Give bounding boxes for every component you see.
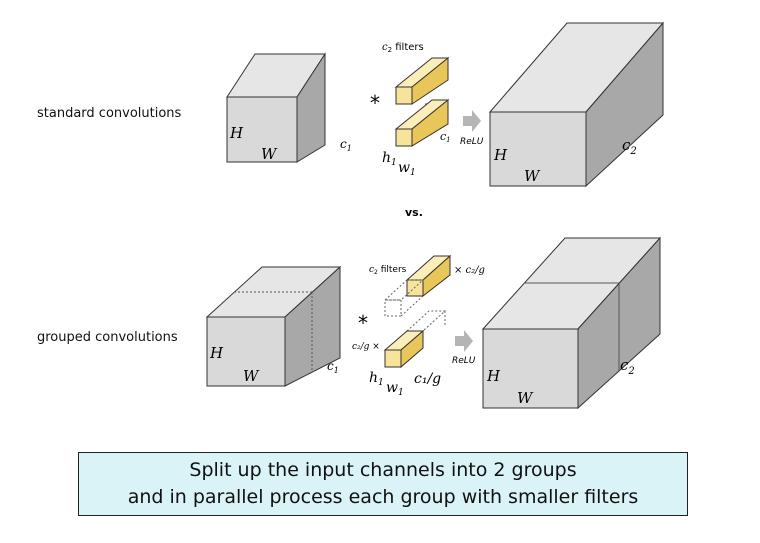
standard-output-volume <box>488 21 665 188</box>
grouped-filter-bottom <box>383 310 447 369</box>
grouped-filters-count-label: × c₂/g <box>454 265 485 276</box>
grouped-output-c-label: c2 <box>620 356 635 377</box>
standard-filter-w-label: w1 <box>398 160 416 178</box>
standard-input-volume <box>226 52 326 163</box>
standard-relu-arrow-icon <box>463 110 481 132</box>
grouped-output-w-label: W <box>517 389 534 407</box>
standard-output-h-label: H <box>493 146 508 164</box>
standard-filter-c-label: c1 <box>440 130 451 144</box>
standard-filters-label: c2 filters <box>382 42 424 54</box>
grouped-filter-top <box>383 254 452 317</box>
grouped-input-volume <box>205 265 342 387</box>
grouped-output-volume <box>481 236 662 410</box>
grouped-convolutions-label: grouped convolutions <box>37 330 178 345</box>
standard-relu-label: ReLU <box>460 137 484 147</box>
grouped-filter-w-label: w1 <box>386 380 404 398</box>
caption-box: Split up the input channels into 2 group… <box>78 452 688 516</box>
standard-convolution-operator: * <box>370 91 380 115</box>
grouped-relu-label: ReLU <box>452 356 476 366</box>
standard-input-c-label: c1 <box>340 137 352 153</box>
standard-output-w-label: W <box>524 167 541 185</box>
standard-input-w-label: W <box>261 145 278 163</box>
grouped-convolution-operator: * <box>358 311 368 335</box>
standard-input-h-label: H <box>229 124 244 142</box>
vs-label: vs. <box>405 206 423 219</box>
caption-line-2: and in parallel process each group with … <box>127 486 639 508</box>
caption-line-1: Split up the input channels into 2 group… <box>189 459 577 481</box>
grouped-output-h-label: H <box>486 367 501 385</box>
grouped-input-w-label: W <box>243 367 260 385</box>
grouped-filter-c-label: c₁/g <box>414 371 441 387</box>
grouped-filters-per-group-label: c₂/g × <box>352 342 380 352</box>
standard-convolutions-label: standard convolutions <box>37 106 182 121</box>
grouped-input-c-label: c1 <box>327 359 339 375</box>
grouped-filter-h-label: h1 <box>369 370 384 388</box>
standard-output-c-label: c2 <box>622 136 637 157</box>
standard-filter-h-label: h1 <box>382 150 397 168</box>
grouped-input-h-label: H <box>209 344 224 362</box>
standard-filter-top <box>394 56 450 105</box>
grouped-filters-label: c2 filters <box>369 265 407 276</box>
convolution-diagram: H W c1 * c2 filters ⋮ h1 w1 c1 ReLU H W … <box>205 21 665 410</box>
standard-filter-bottom <box>394 98 450 147</box>
grouped-relu-arrow-icon <box>455 330 473 352</box>
